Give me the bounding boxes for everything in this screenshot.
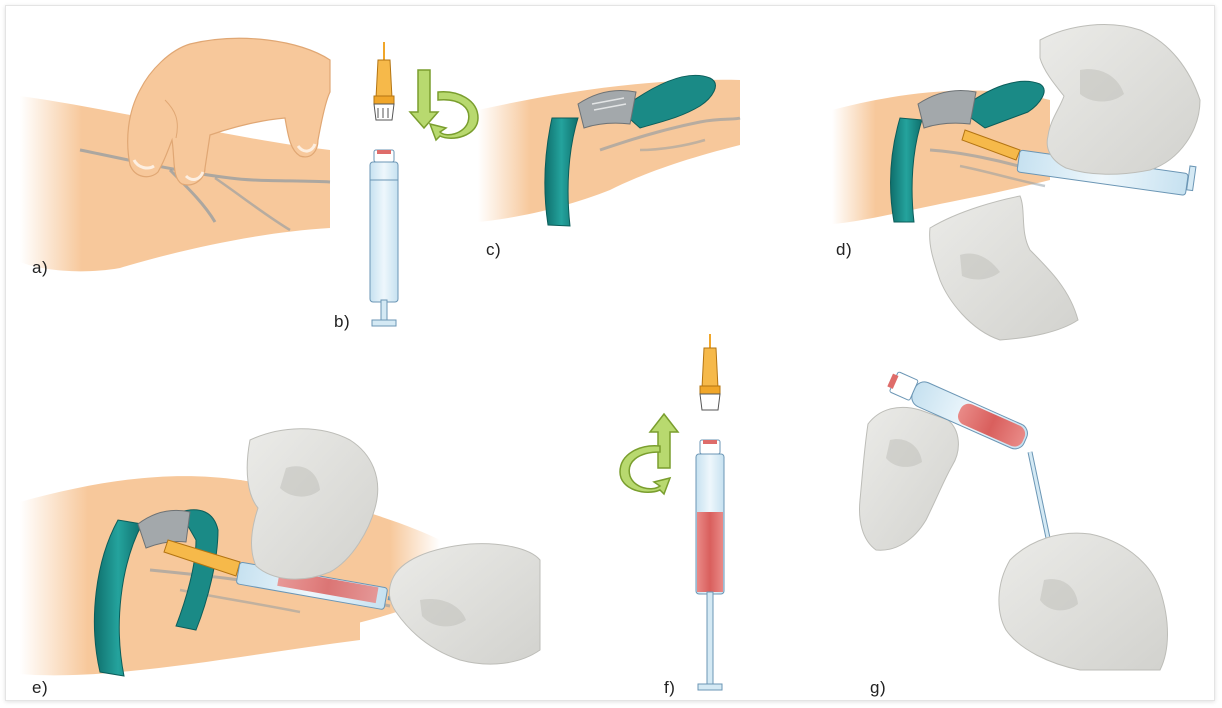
needle-collar: [374, 96, 394, 104]
needle-hub: [376, 60, 392, 98]
panel-label-d: d): [836, 240, 852, 260]
panel-label-e: e): [32, 678, 48, 698]
syringe-cap-seal: [377, 150, 391, 154]
panel-b-illustration: [370, 42, 478, 326]
needle-hub: [702, 348, 718, 388]
panel-label-b: b): [334, 312, 350, 332]
blood-in-tube: [955, 401, 1028, 450]
panel-label-c: c): [486, 240, 501, 260]
syringe-cap-seal: [703, 440, 717, 444]
panel-label-g: g): [870, 678, 886, 698]
syringe-plunger-flange: [372, 320, 396, 326]
gloved-hand-lower: [999, 533, 1168, 670]
syringe-plunger-flange: [1187, 166, 1196, 191]
down-arrow-icon: [410, 70, 438, 128]
syringe-barrel: [370, 162, 398, 302]
syringe-plunger-flange: [698, 684, 722, 690]
rotate-arrow-icon: [430, 92, 478, 140]
panel-label-f: f): [664, 678, 675, 698]
panel-label-a: a): [32, 258, 48, 278]
needle-thread: [700, 394, 720, 410]
panel-f-illustration: [620, 334, 724, 690]
gloved-hand-upper: [1040, 25, 1200, 175]
up-arrow-icon: [650, 414, 678, 468]
syringe-plunger-rod: [381, 300, 387, 322]
syringe-plunger-rod: [707, 592, 713, 686]
gloved-hand-right: [389, 544, 540, 664]
panel-g-illustration: [860, 368, 1168, 670]
blood-in-barrel: [697, 512, 723, 592]
panel-d-illustration: [832, 25, 1200, 340]
panel-a-illustration: [20, 38, 330, 271]
panel-e-illustration: [20, 429, 540, 676]
gloved-hand-upper: [860, 407, 959, 550]
needle-collar: [700, 386, 720, 394]
needle-thread: [374, 104, 394, 120]
panel-c-illustration: [478, 75, 740, 226]
gloved-hand-lower: [930, 196, 1078, 340]
plunger-rod-highlight: [1030, 452, 1048, 538]
